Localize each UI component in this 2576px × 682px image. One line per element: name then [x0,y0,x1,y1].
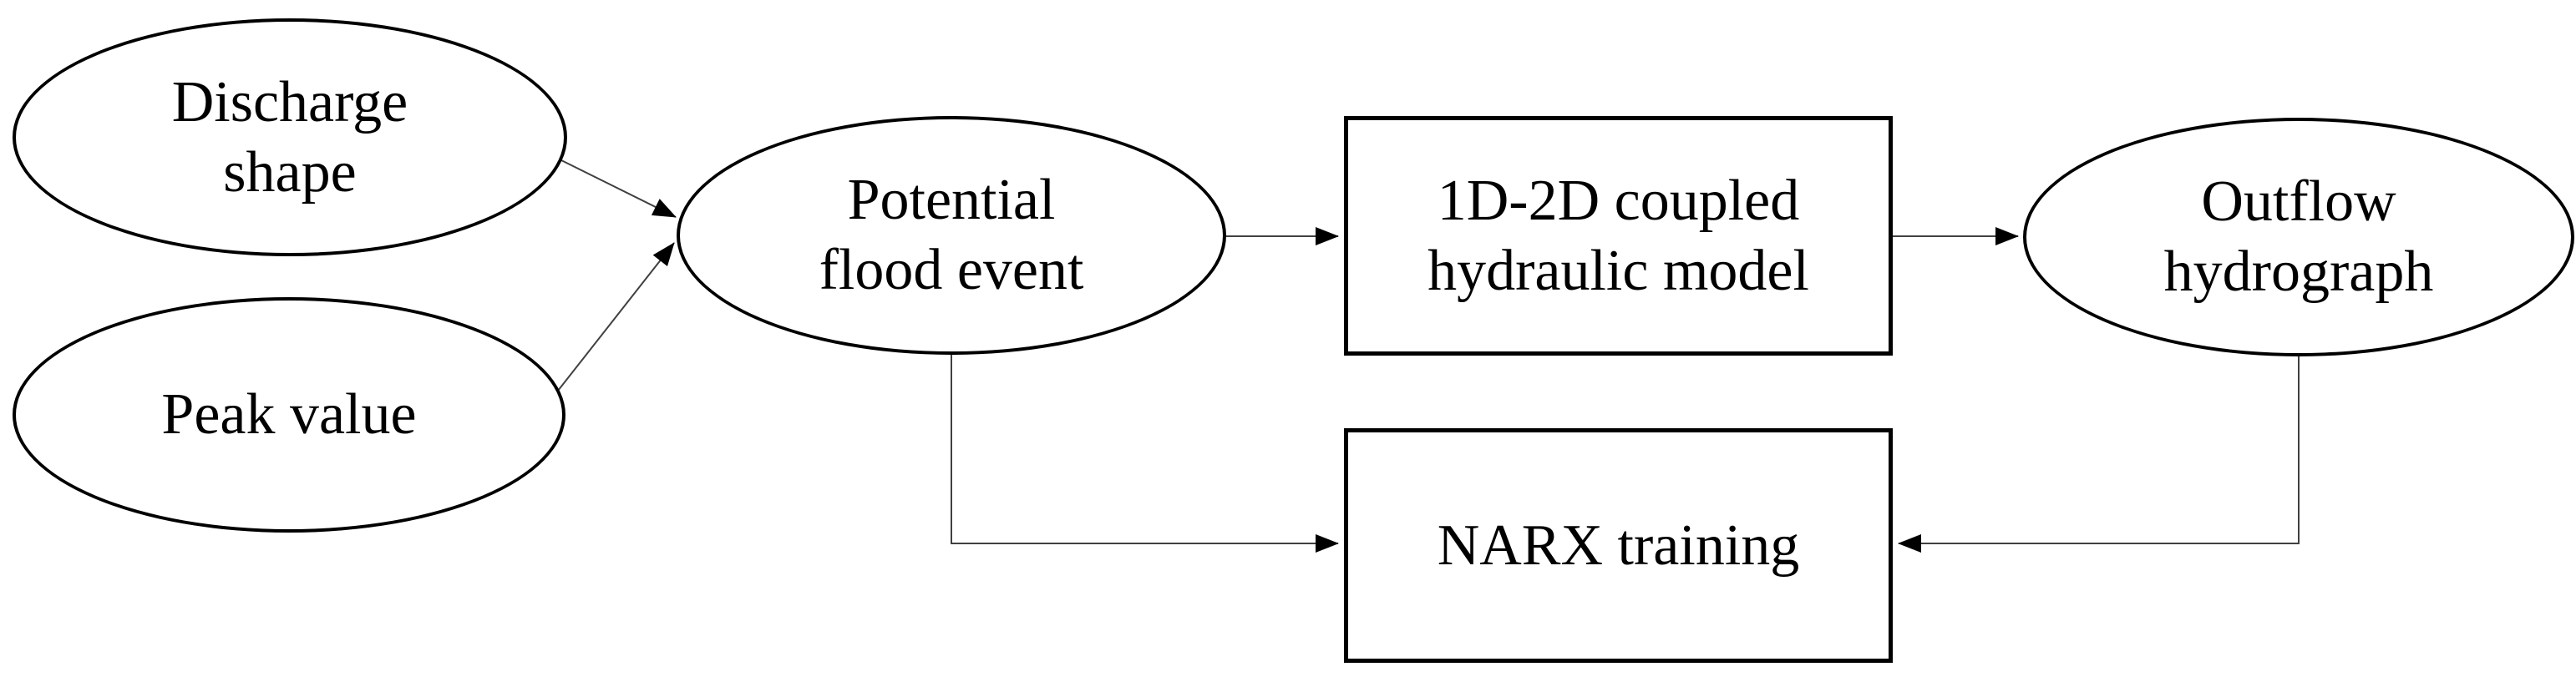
node-label-line: 1D-2D coupled [1437,168,1800,233]
arrow-flood-to-narx [951,355,1339,553]
node-label-line: NARX training [1437,513,1800,578]
node-label-line: shape [223,139,357,205]
node-peak-value: Peak value [13,297,565,533]
arrow-outflow-to-narx [1898,356,2300,553]
node-label-line: flood event [819,238,1084,302]
node-label-line: hydraulic model [1427,238,1809,303]
node-narx-training: NARX training [1344,428,1893,663]
node-potential-flood-event: Potential flood event [677,116,1226,355]
arrow-peak-to-flood [557,242,675,392]
node-discharge-shape: Discharge shape [13,18,567,256]
node-label-line: Peak value [161,382,417,447]
node-hydraulic-model: 1D-2D coupled hydraulic model [1344,116,1893,356]
node-label-line: hydrograph [2163,240,2434,304]
node-label-line: Outflow [2201,169,2396,234]
node-label-line: Potential [847,168,1056,232]
node-label-line: Discharge [171,69,408,134]
arrow-discharge-to-flood [560,159,677,218]
node-outflow-hydrograph: Outflow hydrograph [2023,118,2574,356]
